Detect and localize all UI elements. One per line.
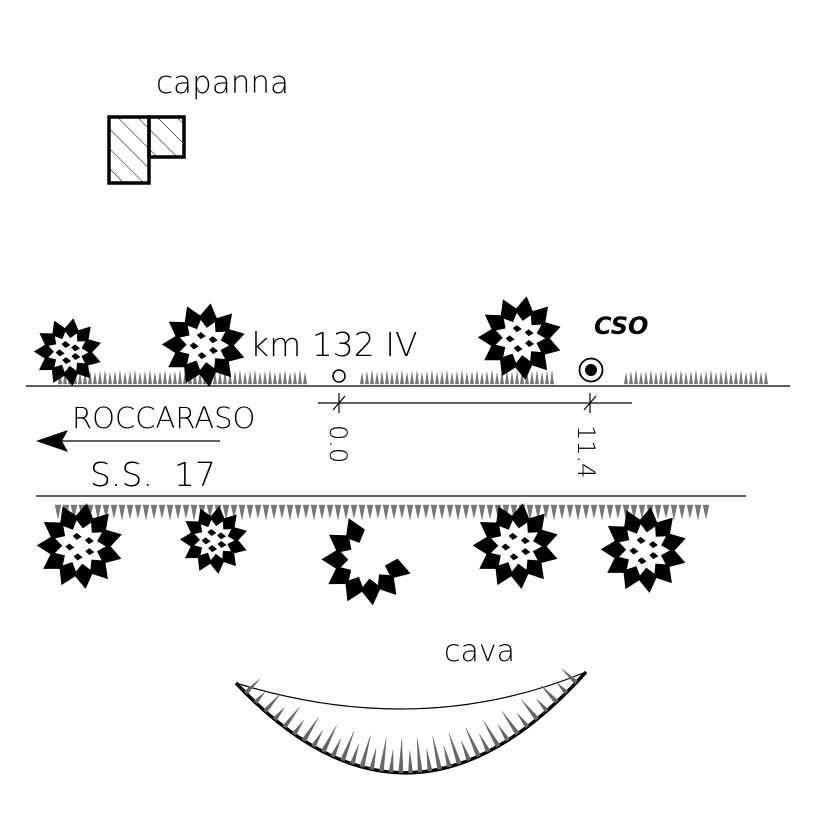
km-marker-label: km 132 IV — [250, 325, 418, 364]
grass-strip-north — [57, 370, 769, 385]
hut-icon — [107, 115, 186, 185]
grass-strip-south — [54, 504, 710, 521]
tree-icon — [472, 503, 558, 589]
hut-label: capanna — [156, 65, 289, 101]
station-tick — [583, 393, 597, 413]
tree-group — [33, 296, 686, 606]
road-label: S.S. 17 — [90, 455, 216, 494]
tree-icon — [600, 507, 686, 593]
quarry-label: cava — [444, 634, 515, 669]
tree-icon — [33, 318, 101, 386]
target-circle-icon — [578, 357, 604, 383]
open-circle-icon — [332, 369, 346, 383]
tree-icon — [161, 303, 245, 387]
tree-icon — [36, 503, 122, 589]
tree-icon — [477, 296, 561, 380]
tree-icon — [179, 506, 247, 574]
station-label: CSO — [594, 312, 648, 340]
quarry-outline — [234, 668, 588, 775]
arrow-left-icon — [36, 430, 220, 452]
town-label: ROCCARASO — [72, 401, 255, 435]
origin-distance-label: 0.0 — [324, 425, 352, 463]
station-distance-label: 11.4 — [572, 425, 600, 478]
tree-icon — [321, 518, 411, 606]
origin-tick — [332, 393, 346, 413]
